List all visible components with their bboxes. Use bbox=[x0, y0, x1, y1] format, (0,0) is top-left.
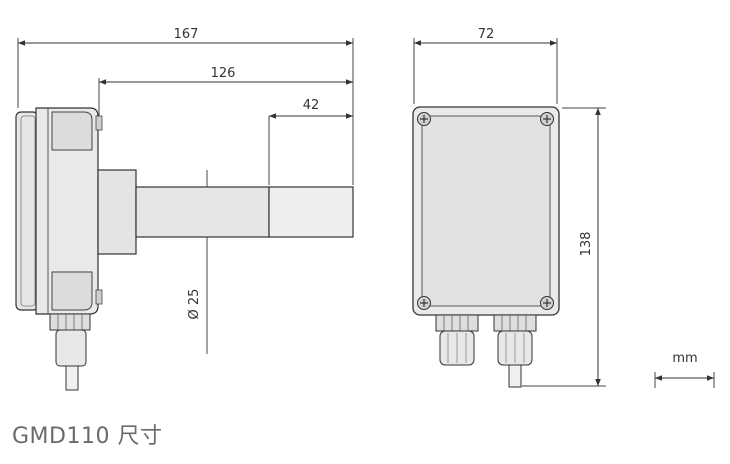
probe-shaft bbox=[135, 186, 270, 238]
screw-icon bbox=[540, 296, 554, 310]
cable bbox=[65, 365, 79, 391]
figure-caption: GMD110 尺寸 bbox=[12, 424, 163, 449]
mounting-flange bbox=[97, 169, 137, 255]
unit-label: mm bbox=[672, 351, 697, 366]
housing-front-lid bbox=[421, 115, 551, 307]
dim-probe-length: 126 bbox=[211, 66, 236, 81]
screw-icon bbox=[417, 112, 431, 126]
dim-probe-tip: 42 bbox=[303, 98, 320, 113]
probe-tip bbox=[268, 186, 354, 238]
cable-gland-right bbox=[493, 314, 537, 388]
cable-gland-nut bbox=[49, 313, 91, 331]
dim-probe-diameter: Ø 25 bbox=[187, 289, 202, 320]
dim-overall-length: 167 bbox=[174, 27, 199, 42]
housing-clip bbox=[95, 289, 103, 305]
dim-housing-height: 138 bbox=[579, 232, 594, 257]
cable-gland-cap bbox=[55, 329, 87, 367]
front-view: 72 138 bbox=[412, 27, 606, 388]
screw-icon bbox=[417, 296, 431, 310]
housing-body bbox=[35, 107, 99, 315]
housing-top-lug bbox=[51, 111, 93, 151]
cable-gland-left bbox=[435, 314, 479, 366]
housing-bottom-lug bbox=[51, 271, 93, 311]
side-view: 167 126 42 Ø 25 bbox=[15, 27, 354, 391]
housing-lid-rim bbox=[20, 115, 36, 307]
screw-icon bbox=[540, 112, 554, 126]
housing-clip bbox=[95, 115, 103, 131]
dim-housing-width: 72 bbox=[478, 27, 495, 42]
unit-legend: mm bbox=[654, 351, 715, 388]
